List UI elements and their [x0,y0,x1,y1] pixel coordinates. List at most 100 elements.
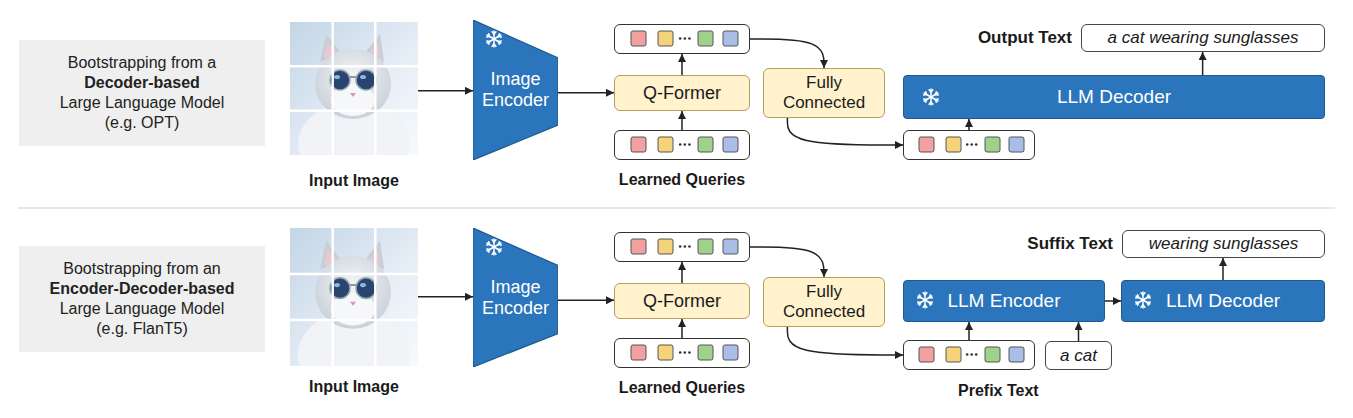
ellipsis-dot [684,245,687,248]
token-square [723,137,738,152]
query-outputs [614,232,750,262]
ellipsis-dot [688,351,691,354]
connector [681,111,683,130]
ellipsis-dot [688,143,691,146]
box-heading: Output Text [978,28,1072,48]
frozen-icon [485,238,503,256]
q-former: Q-Former [614,283,750,319]
llm-label: LLM Encoder [947,290,1060,312]
description-text: Large Language Model (e.g. OPT) [52,93,232,133]
suffix-text: wearing sunglasses [1149,234,1298,254]
connector [558,92,614,94]
token-square [698,345,713,360]
token-square [698,239,713,254]
token-square [919,347,934,362]
frozen-icon [485,30,503,48]
ellipsis-dot [970,353,973,356]
qformer-label: Q-Former [643,291,721,311]
description-text: Large Language Model (e.g. FlanT5) [52,299,232,339]
connector [1202,52,1204,75]
connector [418,90,473,92]
token-square [1009,347,1024,362]
connector [968,119,970,130]
frozen-icon [922,88,940,106]
ellipsis-dot [975,353,978,356]
token-row [615,131,748,158]
ellipsis-dot [679,351,682,354]
connector [1222,258,1224,280]
queries-label: Learned Queries [619,378,745,397]
description-text: Bootstrapping from a [68,53,217,73]
ellipsis-dot [975,143,978,146]
projected-tokens [903,340,1035,370]
token-square [631,345,646,360]
token-square [658,137,673,152]
queries-label: Learned Queries [619,170,745,189]
ellipsis-dot [679,37,682,40]
ellipsis-dot [688,245,691,248]
image-encoder: Image Encoder [473,228,558,367]
suffix-text-box: Suffix Textwearing sunglasses [1122,230,1325,258]
token-row [615,233,748,260]
token-square [631,31,646,46]
fully-connected: Fully Connected [763,68,885,118]
projected-tokens [903,130,1035,160]
output-text-box: Output Texta cat wearing sunglasses [1081,24,1325,52]
ellipsis-dot [684,37,687,40]
ellipsis-dot [970,143,973,146]
query-outputs [614,24,750,54]
token-square [698,137,713,152]
token-square [658,345,673,360]
box-heading: Suffix Text [1027,234,1113,254]
description-text: Bootstrapping from an [63,259,220,279]
learned-queries: Learned Queries [614,338,750,368]
token-square [658,31,673,46]
connector [558,300,614,302]
ellipsis-dot [679,245,682,248]
token-square [919,137,934,152]
llm-label: LLM Decoder [1057,86,1171,108]
token-square [698,31,713,46]
ellipsis-dot [688,37,691,40]
token-square [631,239,646,254]
connector [1078,322,1080,341]
image-label: Input Image [290,377,418,396]
input-image: Input Image [290,228,418,400]
connector [418,296,473,298]
input-image: Input Image [290,22,418,194]
fc-label: Fully Connected [768,282,880,322]
token-square [631,137,646,152]
ellipsis-dot [684,351,687,354]
connector [787,327,903,355]
cat-photo [290,22,418,186]
frozen-icon [916,291,934,309]
token-square [1009,137,1024,152]
description-text: Encoder-Decoder-based [50,279,235,299]
token-square [658,239,673,254]
q-former: Q-Former [614,75,750,111]
encoder-label: Image Encoder [475,277,556,319]
llm-decoder: LLM Decoder [903,75,1325,119]
token-square [946,347,961,362]
encoder-label: Image Encoder [475,69,556,111]
llm-label: LLM Decoder [1166,290,1280,312]
llm-decoder: LLM Decoder [1121,280,1325,322]
connector [750,39,824,68]
prefix-text: a cat [1060,346,1097,366]
ellipsis-dot [684,143,687,146]
cat-photo [290,228,418,398]
connector [681,54,683,75]
token-row [904,341,1033,368]
description-text: Decoder-based [84,73,200,93]
token-square [985,347,1000,362]
connector [681,262,683,283]
token-square [946,137,961,152]
token-row [615,25,748,52]
prefix-text-box: a cat [1045,341,1112,370]
ellipsis-dot [966,353,969,356]
ellipsis-dot [679,143,682,146]
token-row [904,131,1033,158]
fc-label: Fully Connected [768,73,880,113]
token-square [985,137,1000,152]
